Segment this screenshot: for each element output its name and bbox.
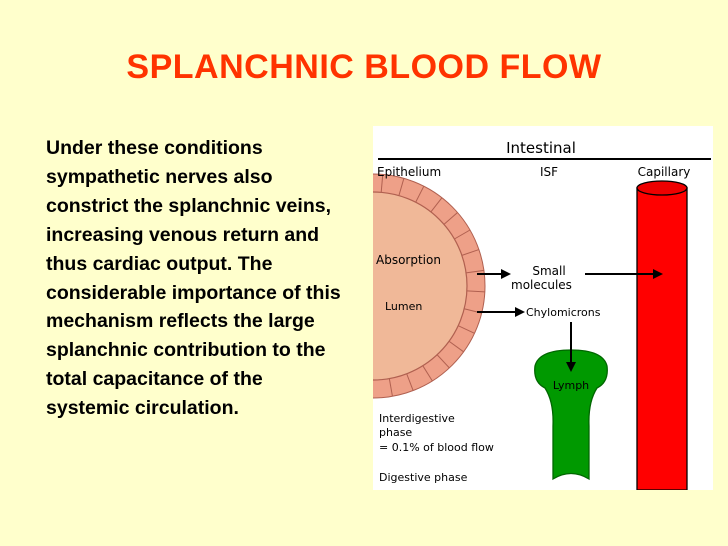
interdigestive-label-2: phase: [379, 426, 412, 439]
digestive-phase-label: Digestive phase: [379, 471, 468, 484]
epithelium-cell-boundary: [430, 197, 443, 213]
epithelium-header: Epithelium: [377, 165, 441, 179]
lymph-label: Lymph: [553, 379, 589, 392]
epithelium-cell-boundary: [448, 340, 464, 353]
epithelium-cell-boundary: [398, 178, 405, 196]
chylomicron-arrow-head: [515, 307, 525, 317]
epithelium-cell-boundary: [406, 373, 414, 391]
lumen-label: Lumen: [385, 300, 422, 313]
epithelium-cell-boundary: [457, 325, 475, 334]
absorption-label: Absorption: [376, 253, 441, 267]
capillary-tube: [636, 187, 688, 490]
lymph-arrow-head: [566, 362, 576, 372]
epithelium-cell-boundary: [436, 354, 450, 369]
figure-title: Intestinal: [506, 139, 576, 157]
epithelium-cells: [380, 174, 485, 397]
absorption-arrow-head: [501, 269, 511, 279]
intestinal-diagram: Intestinal Epithelium ISF Capillary Abso…: [373, 126, 713, 490]
epithelium-cell-boundary: [422, 365, 433, 382]
capillary-top: [636, 180, 688, 196]
capillary-header: Capillary: [638, 165, 691, 179]
body-text: Under these conditions sympathetic nerve…: [46, 137, 341, 420]
interdigestive-label-3: = 0.1% of blood flow: [379, 441, 494, 454]
epithelium-cell-boundary: [454, 229, 471, 240]
lumen-circle: [373, 191, 468, 381]
capillary-arrow-head: [653, 269, 663, 279]
epithelium-cell-boundary: [466, 290, 485, 293]
epithelium-cell-boundary: [466, 269, 484, 274]
epithelium-cell-boundary: [415, 185, 425, 203]
epithelium-cell-boundary: [380, 174, 384, 193]
small-molecules-label-2: molecules: [511, 278, 572, 292]
lymph-vessel: [534, 349, 608, 481]
diagram-svg: Intestinal Epithelium ISF Capillary Abso…: [373, 126, 713, 490]
small-molecules-label-1: Small: [532, 264, 565, 278]
interdigestive-label-1: Interdigestive: [379, 412, 455, 425]
epithelium-cell-boundary: [443, 212, 458, 225]
chylomicrons-label: Chylomicrons: [526, 306, 601, 319]
slide-title: SPLANCHNIC BLOOD FLOW: [126, 48, 602, 86]
epithelium-cell-boundary: [388, 378, 393, 397]
epithelium-cell-boundary: [461, 249, 480, 256]
isf-header: ISF: [540, 165, 558, 179]
